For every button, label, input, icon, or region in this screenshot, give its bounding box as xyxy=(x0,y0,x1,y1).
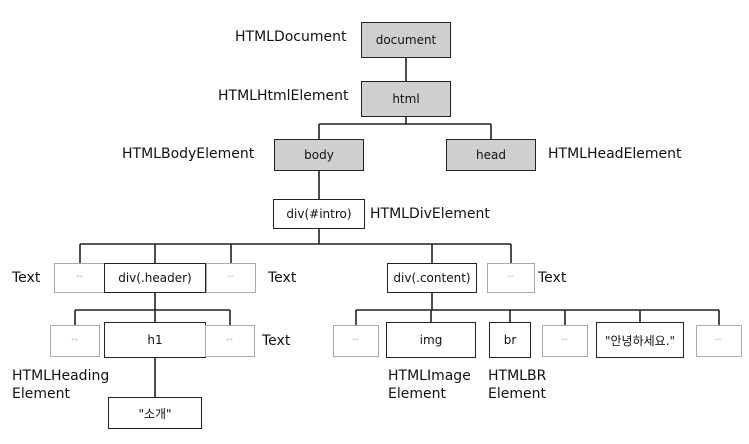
document-node: document xyxy=(361,22,451,58)
text-node: "" xyxy=(50,325,100,357)
head-node: head xyxy=(446,139,536,171)
text-label-right: Text xyxy=(538,270,567,286)
text-node: "" xyxy=(54,263,106,293)
text-label-middle: Text xyxy=(268,270,297,286)
text-node: "" xyxy=(333,325,379,357)
text-node: "" xyxy=(542,325,588,357)
html-head-element-label: HTMLHeadElement xyxy=(548,146,682,162)
html-node: html xyxy=(361,81,451,117)
html-div-element-label: HTMLDivElement xyxy=(370,206,490,222)
body-node: body xyxy=(274,139,364,171)
html-document-label: HTMLDocument xyxy=(235,29,347,45)
h1-node: h1 xyxy=(104,322,206,358)
korean-intro-node: "소개" xyxy=(108,397,202,429)
html-html-element-label: HTMLHtmlElement xyxy=(218,88,349,104)
html-image-element-label: HTMLImage Element xyxy=(388,368,471,402)
text-label-left: Text xyxy=(12,270,41,286)
div-intro-node: div(#intro) xyxy=(273,199,365,229)
html-body-element-label: HTMLBodyElement xyxy=(122,146,255,162)
br-node: br xyxy=(489,322,531,358)
div-content-node: div(.content) xyxy=(387,263,477,293)
text-node: "" xyxy=(205,325,255,357)
text-node: "" xyxy=(206,263,256,293)
text-label-h1-row: Text xyxy=(262,333,291,349)
div-header-node: div(.header) xyxy=(104,263,206,293)
text-node: "" xyxy=(487,263,535,293)
text-node: "" xyxy=(696,325,742,357)
img-node: img xyxy=(386,322,476,358)
korean-greeting-node: "안녕하세요." xyxy=(596,322,684,358)
html-br-element-label: HTMLBR Element xyxy=(488,368,547,402)
html-heading-element-label: HTMLHeading Element xyxy=(12,368,110,402)
